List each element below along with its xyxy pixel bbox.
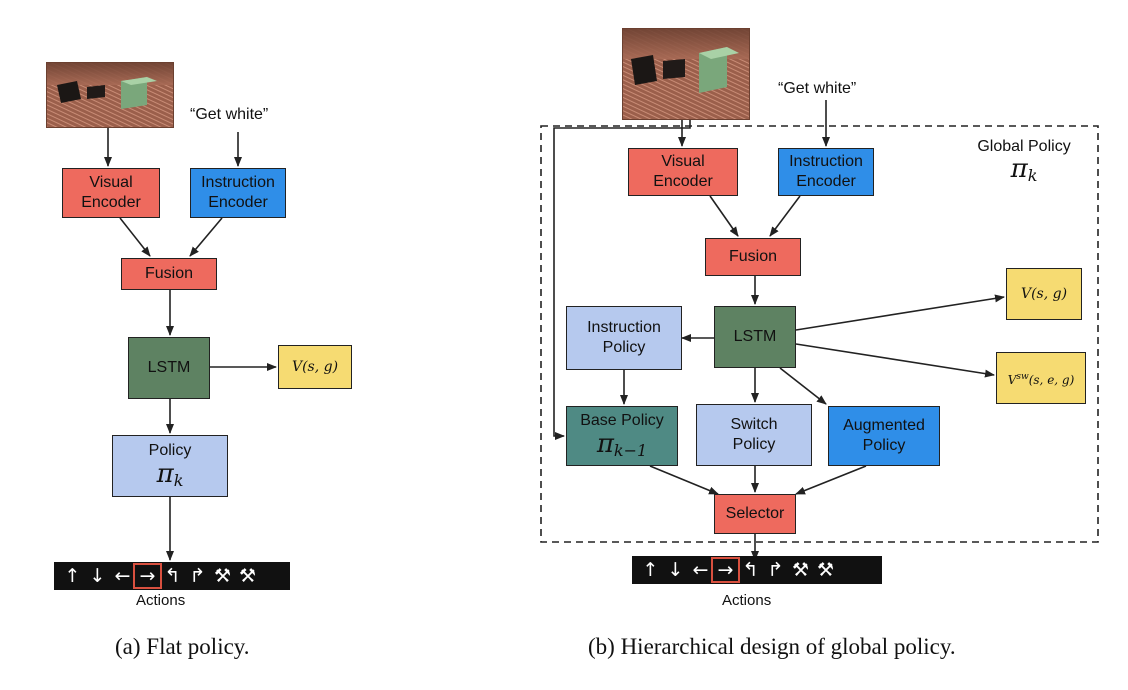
action-icon-0: ↑ xyxy=(642,559,659,581)
value-box-right: V(s, g) xyxy=(1006,268,1082,320)
value-box-left: V(s, g) xyxy=(278,345,352,389)
action-icon-6: ⚒ xyxy=(213,565,232,587)
action-icon-0: ↑ xyxy=(64,565,81,587)
visual-encoder-line1: Visual xyxy=(661,153,705,170)
global-policy-title: Global Policy xyxy=(977,138,1071,155)
switch-policy-box: Switch Policy xyxy=(696,404,812,466)
caption-left: (a) Flat policy. xyxy=(115,634,250,659)
actions-label-right: Actions xyxy=(722,592,772,609)
switch-policy-line2: Policy xyxy=(732,436,776,453)
base-policy-label: Base Policy xyxy=(580,411,664,429)
lstm-label: LSTM xyxy=(733,328,777,345)
global-policy-label: Global Policy πk xyxy=(964,138,1084,185)
arrow-lstm-to-switch-value xyxy=(795,343,995,378)
visual-encoder-right: Visual Encoder xyxy=(628,148,738,196)
switch-policy-line1: Switch xyxy=(730,416,778,433)
instruction-encoder-line1: Instruction xyxy=(201,174,275,191)
arrow-base-to-selector xyxy=(649,465,719,495)
policy-label: Policy xyxy=(148,441,192,459)
action-icon-2: ← xyxy=(692,559,709,581)
instruction-encoder-line1: Instruction xyxy=(789,153,863,170)
action-icon-7: ⚒ xyxy=(238,565,257,587)
action-icon-7: ⚒ xyxy=(816,559,835,581)
selector-box: Selector xyxy=(714,494,796,534)
lstm-left: LSTM xyxy=(128,337,210,399)
action-icon-5: ↱ xyxy=(767,559,784,581)
selector-label: Selector xyxy=(725,505,785,522)
instruction-text-right: “Get white” xyxy=(778,80,857,97)
fusion-label: Fusion xyxy=(728,248,778,265)
global-policy-boundary xyxy=(540,125,1099,543)
instruction-policy-box: Instruction Policy xyxy=(566,306,682,370)
value-label: V(s, g) xyxy=(1020,286,1068,302)
fusion-right: Fusion xyxy=(705,238,801,276)
visual-encoder-line2: Encoder xyxy=(653,173,713,190)
policy-box-left: Policy πk xyxy=(112,435,228,497)
fusion-left: Fusion xyxy=(121,258,217,290)
value-label: V(s, g) xyxy=(291,359,339,375)
base-policy-box: Base Policy πk−1 xyxy=(566,406,678,466)
arrow-augmented-to-selector xyxy=(795,465,867,495)
base-policy-symbol: πk−1 xyxy=(596,428,648,461)
lstm-right: LSTM xyxy=(714,306,796,368)
action-icon-5: ↱ xyxy=(189,565,206,587)
arrow-lstm-to-augmented-policy xyxy=(779,367,827,405)
action-icon-4: ↰ xyxy=(742,559,759,581)
switch-value-label: Vsw(s, e, g) xyxy=(1007,371,1075,387)
fusion-label: Fusion xyxy=(144,265,194,282)
arrow-image-skip-to-base-policy xyxy=(553,118,691,440)
instruction-text-left: “Get white” xyxy=(190,106,269,123)
arrow-instruction-to-fusion-right xyxy=(769,195,801,237)
policy-symbol: πk xyxy=(156,458,184,491)
action-icon-4: ↰ xyxy=(164,565,181,587)
global-policy-symbol: πk xyxy=(1010,154,1038,186)
lstm-label: LSTM xyxy=(147,359,191,376)
actions-label-left: Actions xyxy=(136,592,186,609)
augmented-policy-line2: Policy xyxy=(862,437,906,454)
arrow-visual-to-fusion-right xyxy=(709,195,739,237)
arrow-visual-to-fusion xyxy=(119,217,151,257)
action-icon-3: → xyxy=(711,557,740,583)
action-bar-left: ↑ ↓ ←→↰ ↱ ⚒ ⚒ xyxy=(54,562,290,590)
action-icon-1: ↓ xyxy=(89,565,106,587)
augmented-policy-line1: Augmented xyxy=(843,417,925,434)
caption-right: (b) Hierarchical design of global policy… xyxy=(588,634,956,659)
action-icon-2: ← xyxy=(114,565,131,587)
action-icon-3: → xyxy=(133,563,162,589)
instruction-policy-line2: Policy xyxy=(602,339,646,356)
visual-encoder-line2: Encoder xyxy=(81,194,141,211)
arrow-instruction-to-fusion xyxy=(189,217,223,257)
visual-encoder-left: Visual Encoder xyxy=(62,168,160,218)
instruction-encoder-line2: Encoder xyxy=(208,194,268,211)
visual-encoder-line1: Visual xyxy=(89,174,133,191)
instruction-policy-line1: Instruction xyxy=(587,319,661,336)
scene-image-left xyxy=(46,62,174,128)
scene-image-right xyxy=(622,28,750,120)
instruction-encoder-left: Instruction Encoder xyxy=(190,168,286,218)
instruction-encoder-right: Instruction Encoder xyxy=(778,148,874,196)
action-bar-right: ↑ ↓ ←→↰ ↱ ⚒ ⚒ xyxy=(632,556,882,584)
augmented-policy-box: Augmented Policy xyxy=(828,406,940,466)
instruction-encoder-line2: Encoder xyxy=(796,173,856,190)
action-icon-1: ↓ xyxy=(667,559,684,581)
arrow-lstm-to-value-right xyxy=(795,294,1005,331)
switch-value-box: Vsw(s, e, g) xyxy=(996,352,1086,404)
action-icon-6: ⚒ xyxy=(791,559,810,581)
